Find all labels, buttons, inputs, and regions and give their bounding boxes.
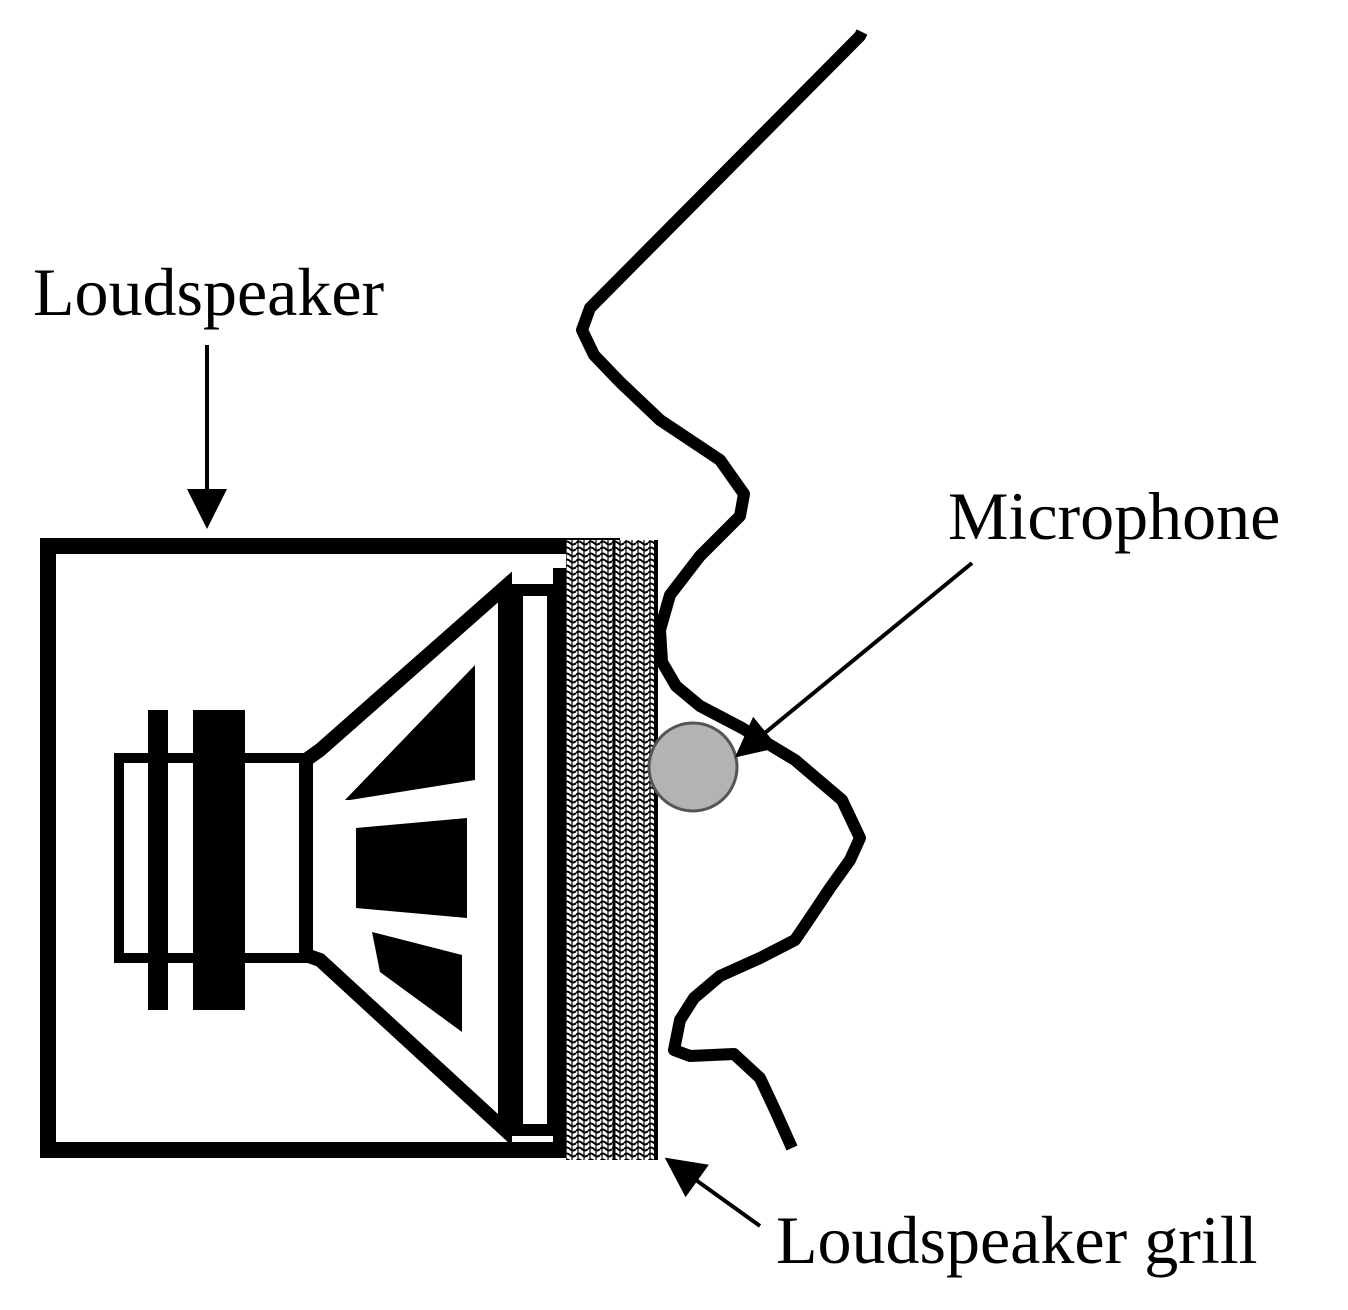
microphone-label: Microphone — [948, 478, 1281, 554]
driver-gasket — [553, 568, 569, 1148]
loudspeaker-label: Loudspeaker — [33, 254, 385, 330]
microphone-icon — [647, 721, 739, 813]
driver-rim — [511, 584, 559, 1136]
cone-panel-middle — [356, 818, 467, 918]
loudspeaker-grill-label: Loudspeaker grill — [776, 1202, 1258, 1278]
grill-mesh — [566, 540, 658, 1160]
driver-thick-magnet — [193, 710, 245, 1010]
driver-thin-magnet — [148, 710, 168, 1010]
grill-arrow — [664, 1157, 762, 1228]
cone-panel-top — [345, 665, 475, 800]
speaker-driver-icon — [114, 568, 569, 1148]
microphone-arrow — [734, 561, 974, 758]
cone-panel-bottom — [372, 932, 462, 1032]
